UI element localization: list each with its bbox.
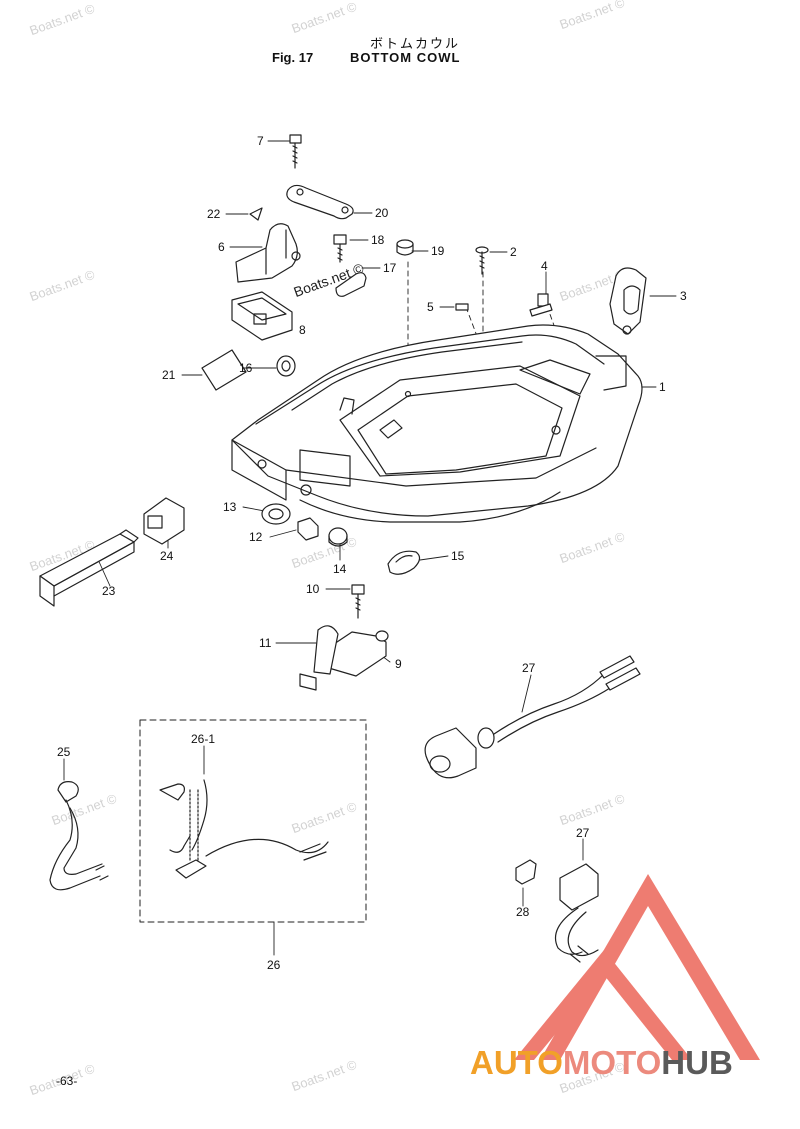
sleeve-24: [143, 497, 185, 545]
lever-3: [609, 267, 647, 335]
figure-title: Fig. 17 BOTTOM COWL: [272, 50, 460, 65]
callout-label: 17: [383, 261, 397, 275]
callout-label: 8: [299, 323, 306, 337]
callout-label: 28: [516, 905, 530, 919]
screw-5: [455, 303, 469, 311]
brand-logo: AUTOMOTOHUB: [470, 1044, 733, 1082]
switch-9: [299, 625, 389, 691]
plug-14: [328, 527, 348, 547]
callout-label: 26-1: [191, 732, 216, 746]
plate-20: [286, 184, 354, 220]
callout-label: 10: [306, 582, 320, 596]
clip-17: [335, 272, 367, 297]
callout-label: 9: [395, 657, 402, 671]
page-number: -63-: [56, 1074, 78, 1088]
callout-label: 11: [259, 636, 272, 650]
callout-label: 23: [102, 584, 116, 598]
logo-triangle: [514, 874, 760, 1060]
callout-label: 2: [510, 245, 517, 259]
figure-number: Fig. 17: [272, 50, 314, 65]
callout-label: 19: [431, 244, 445, 258]
bolt-7: [289, 134, 302, 169]
ring-15: [387, 550, 421, 575]
logo-part-moto: MOTO: [562, 1044, 662, 1081]
callout-label: 7: [257, 134, 264, 148]
callout-label: 27: [522, 661, 536, 675]
lever-23: [39, 529, 139, 607]
callout-label: 12: [249, 530, 263, 544]
plug-16: [276, 355, 296, 377]
callout-label: 26: [267, 958, 281, 972]
callout-label: 4: [541, 259, 548, 273]
harness-25: [49, 781, 109, 891]
bolt-10: [351, 584, 365, 619]
kill-switch-27: [424, 655, 641, 779]
grommet-13: [261, 503, 291, 525]
plate-21: [201, 349, 247, 391]
callout-label: 6: [218, 240, 225, 254]
callout-label: 20: [375, 206, 389, 220]
kit-box-26: [139, 719, 367, 923]
callout-label: 21: [162, 368, 176, 382]
callout-label: 18: [371, 233, 385, 247]
logo-part-hub: HUB: [661, 1044, 733, 1081]
bolt-18: [333, 234, 347, 263]
callout-label: 27: [576, 826, 590, 840]
callout-label: 13: [223, 500, 237, 514]
callout-label: 1: [659, 380, 666, 394]
callout-label: 5: [427, 300, 434, 314]
figure-name: BOTTOM COWL: [350, 50, 461, 65]
callout-label: 16: [239, 361, 253, 375]
callout-label: 15: [451, 549, 465, 563]
logo-part-auto: AUTO: [470, 1044, 563, 1081]
switch-28: [554, 863, 599, 963]
bottom-cowl-1: [231, 324, 643, 523]
callout-label: 14: [333, 562, 347, 576]
fitting-4: [529, 293, 553, 317]
bolt-2: [475, 246, 489, 275]
bracket-6: [235, 223, 301, 283]
grommet-19: [396, 239, 414, 256]
callout-label: 3: [680, 289, 687, 303]
coil-cord-26-1: [159, 779, 329, 879]
clip-12: [297, 517, 319, 541]
callout-label: 25: [57, 745, 71, 759]
clip-22: [249, 207, 263, 221]
callout-label: 24: [160, 549, 174, 563]
grommet-8: [231, 291, 293, 341]
title-japanese: ボトムカウル: [369, 36, 460, 51]
clip-29: [515, 859, 537, 885]
callout-label: 22: [207, 207, 221, 221]
